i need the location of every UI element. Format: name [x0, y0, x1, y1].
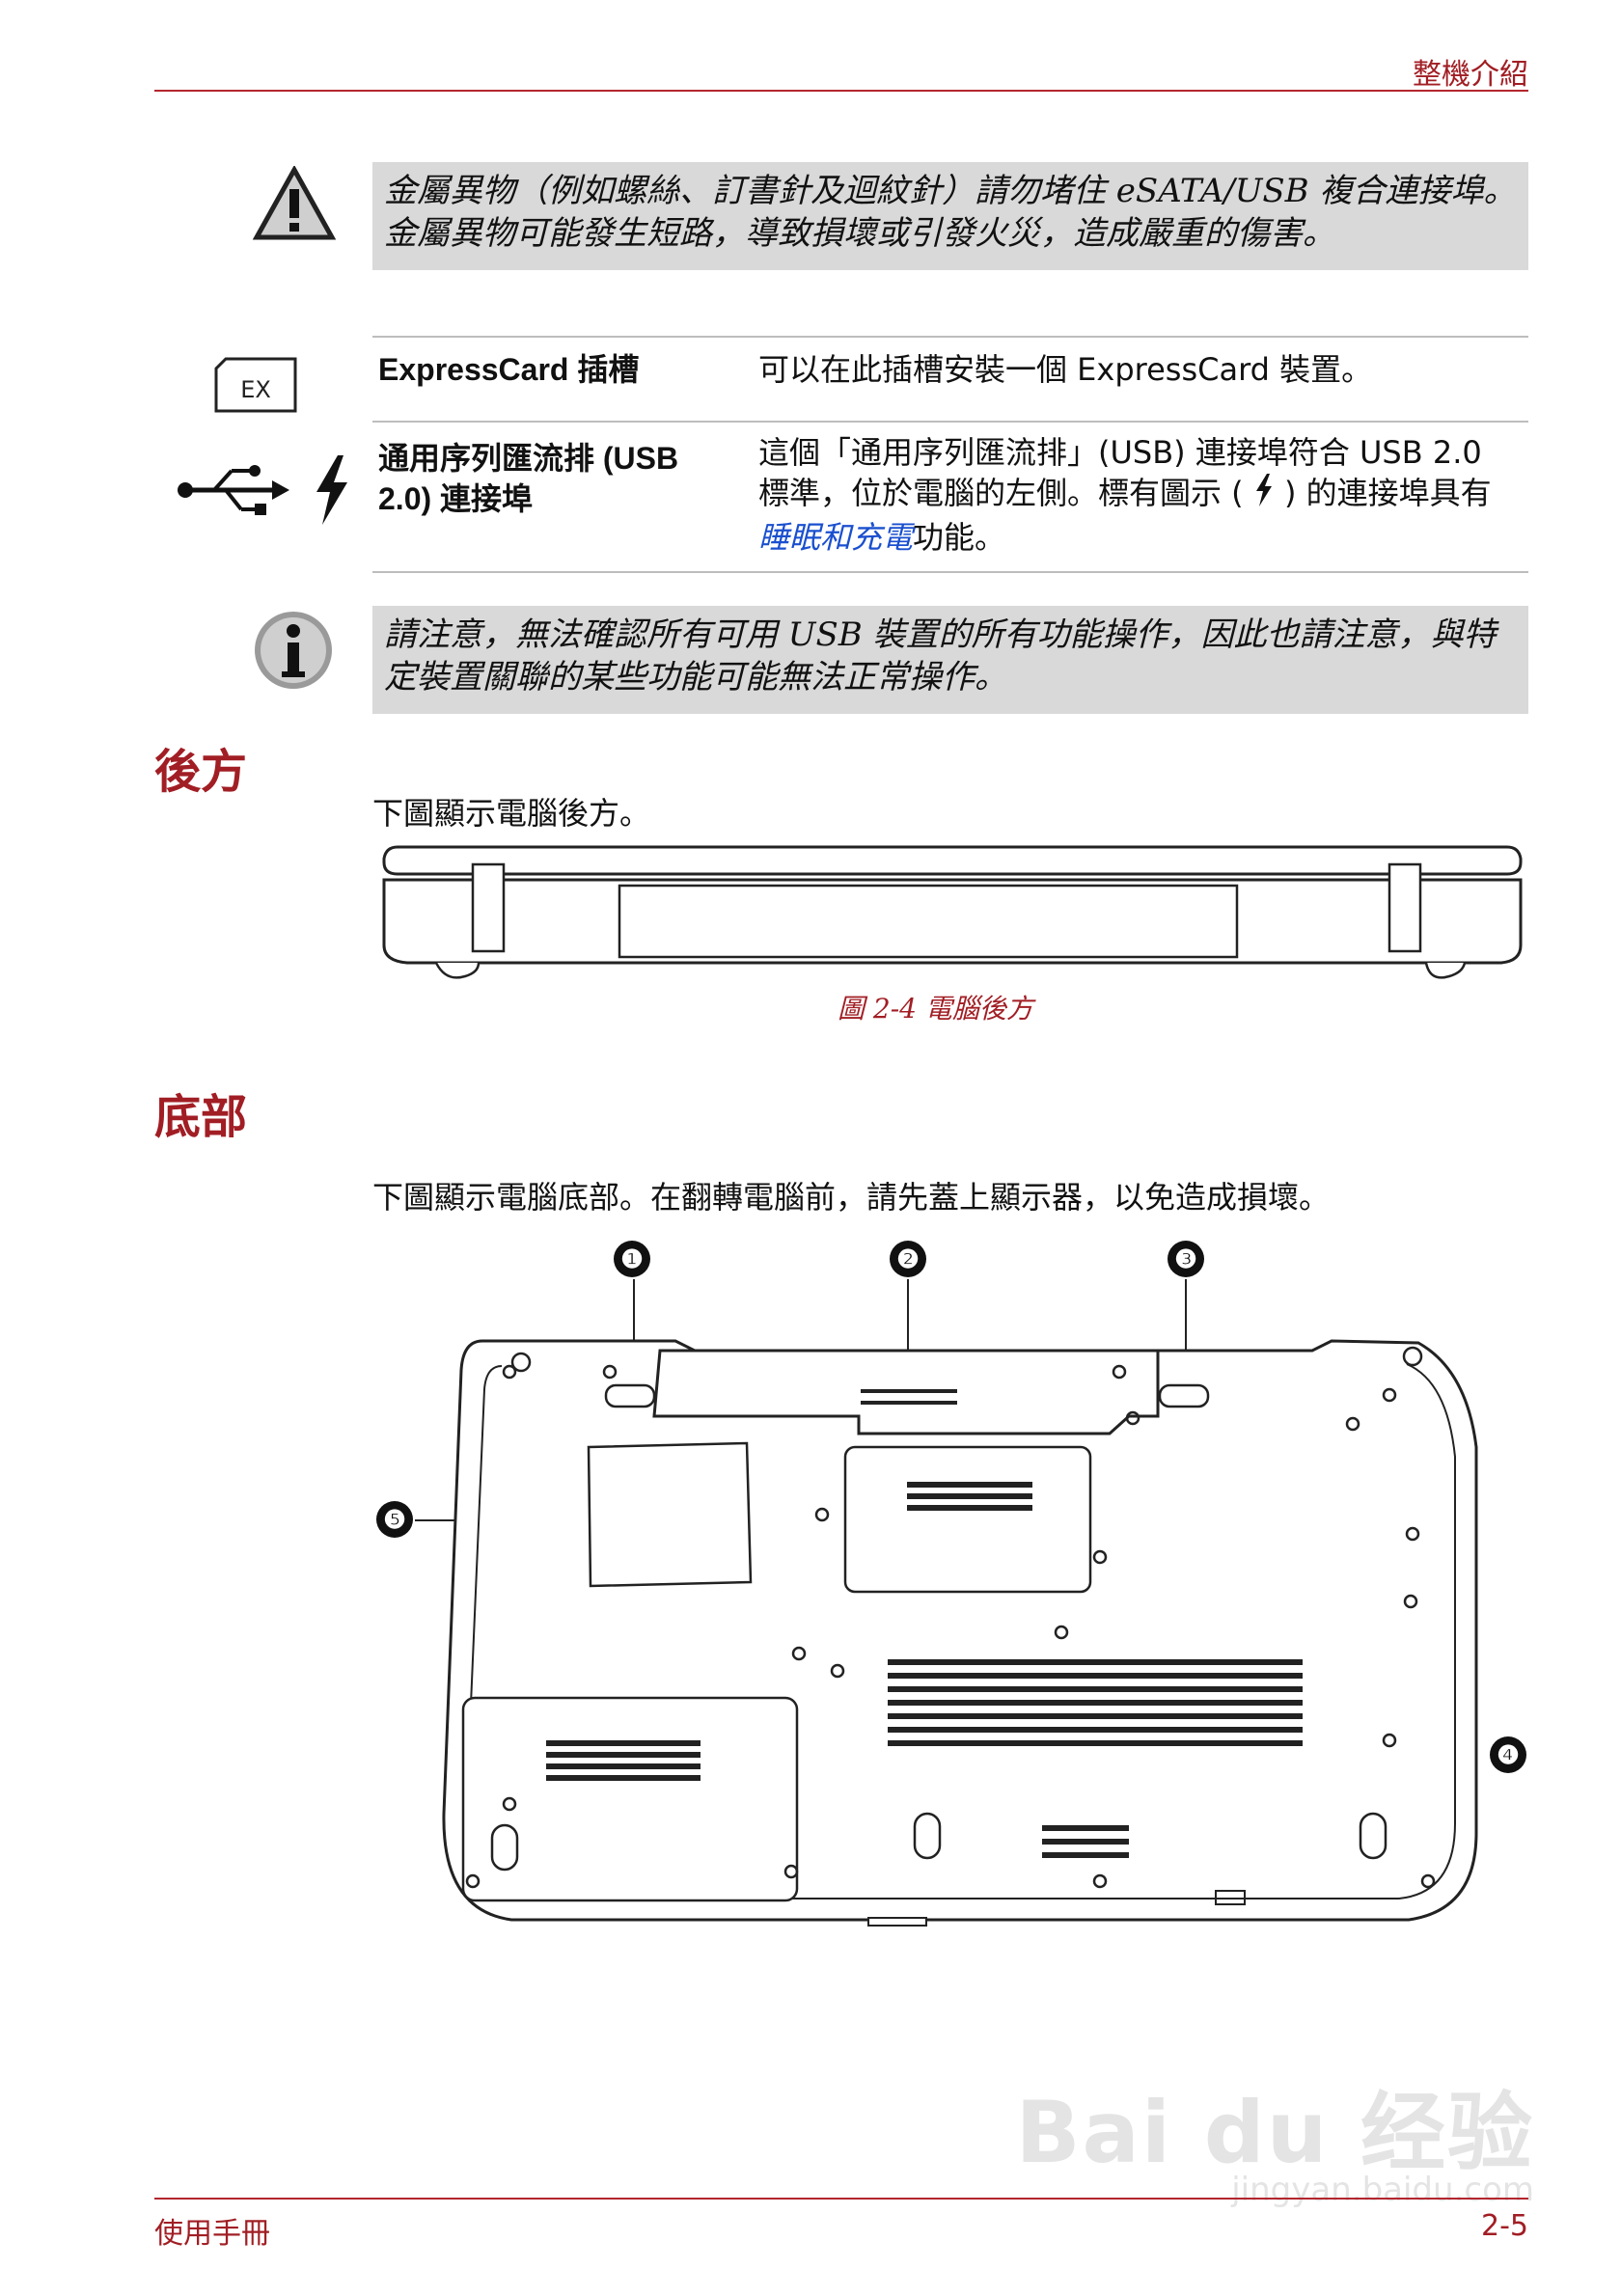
- warning-box: 金屬異物（例如螺絲、訂書針及迴紋針）請勿堵住 eSATA/USB 複合連接埠。金…: [372, 162, 1528, 270]
- section-heading-bottom: 底部: [154, 1090, 248, 1144]
- watermark-logo: Bai du 经验: [1015, 2083, 1534, 2182]
- svg-text:EX: EX: [240, 376, 271, 403]
- callout-5: ❺: [376, 1501, 413, 1538]
- warning-icon: [252, 164, 337, 241]
- table-bottom-rule: [372, 571, 1528, 573]
- laptop-bottom-illustration: [367, 1273, 1525, 1929]
- sleep-and-charge-link[interactable]: 睡眠和充電: [758, 519, 914, 556]
- callout-4: ❹: [1490, 1736, 1526, 1773]
- laptop-back-illustration: [378, 841, 1526, 982]
- expresscard-desc: 可以在此插槽安裝一個 ExpressCard 裝置。: [758, 351, 1373, 388]
- callout-2: ❷: [890, 1241, 926, 1277]
- inline-lightning-icon: [1253, 473, 1275, 517]
- info-icon: [253, 610, 334, 691]
- table-middle-rule: [372, 421, 1528, 423]
- usb-icon: [176, 461, 291, 519]
- warning-text: 金屬異物（例如螺絲、訂書針及迴紋針）請勿堵住 eSATA/USB 複合連接埠。金…: [384, 172, 1517, 253]
- usb-desc: 這個「通用序列匯流排」(USB) 連接埠符合 USB 2.0 標準，位於電腦的左…: [758, 432, 1521, 558]
- note-box: 請注意，無法確認所有可用 USB 裝置的所有功能操作，因此也請注意，與特定裝置關…: [372, 606, 1528, 714]
- callout-1: ❶: [614, 1241, 650, 1277]
- bottom-intro-text: 下圖顯示電腦底部。在翻轉電腦前，請先蓋上顯示器，以免造成損壞。: [372, 1179, 1331, 1216]
- callout-3: ❸: [1168, 1241, 1204, 1277]
- section-heading-back: 後方: [154, 745, 248, 799]
- usb-label: 通用序列匯流排 (USB 2.0) 連接埠: [378, 441, 679, 516]
- back-intro-text: 下圖顯示電腦後方。: [372, 795, 651, 832]
- figure-caption-back: 圖 2-4 電腦後方: [838, 993, 1033, 1025]
- expresscard-label: ExpressCard 插槽: [378, 352, 640, 387]
- footer-divider: [154, 2198, 1528, 2200]
- usb-desc-part2: ) 的連接埠具有: [1284, 475, 1492, 511]
- expresscard-icon: EX: [212, 355, 299, 415]
- sleep-and-charge-icon: [311, 453, 353, 527]
- usb-desc-part3: 功能。: [913, 519, 1006, 556]
- table-top-rule: [372, 336, 1528, 338]
- header-divider: [154, 90, 1528, 92]
- page-header-title: 整機介紹: [1413, 58, 1528, 92]
- usb-desc-part1: 這個「通用序列匯流排」(USB) 連接埠符合 USB 2.0 標準，位於電腦的左…: [758, 434, 1482, 511]
- watermark-url: jingyan.baidu.com: [1231, 2171, 1534, 2209]
- footer-page-number: 2-5: [1481, 2209, 1528, 2243]
- note-text: 請注意，無法確認所有可用 USB 裝置的所有功能操作，因此也請注意，與特定裝置關…: [384, 615, 1497, 697]
- footer-manual-title: 使用手冊: [154, 2217, 270, 2251]
